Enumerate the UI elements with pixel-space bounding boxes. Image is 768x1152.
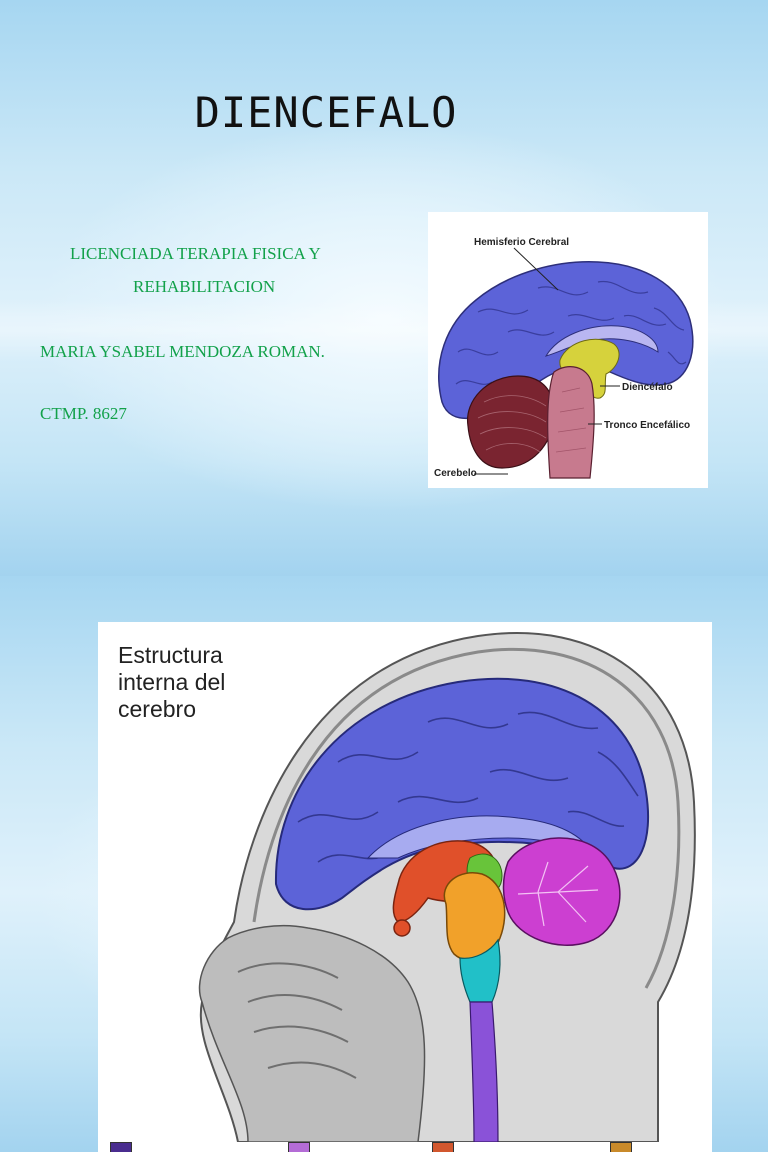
label-cerebelo: Cerebelo (434, 468, 477, 479)
label-leaders (474, 247, 620, 475)
legend-swatch-4 (610, 1142, 632, 1152)
brain-diagram: Hemisferio Cerebral Diencéfalo Tronco En… (434, 237, 694, 479)
figure-title-line-3: cerebro (118, 696, 196, 722)
gyri-lines (455, 280, 687, 385)
skull-inner-line (252, 647, 681, 989)
label-tronco-encefalico: Tronco Encefálico (604, 420, 690, 431)
tronco-encefalico-shape (547, 366, 595, 479)
label-diencefalo: Diencéfalo (622, 382, 673, 393)
figure-legend (98, 1140, 712, 1152)
cerebellum-arbor-vitae (517, 861, 599, 927)
figure-title-line-1: Estructura (118, 642, 223, 668)
brain-internal-structure-figure: Estructura interna del cerebro (98, 622, 712, 1152)
brainstem-texture (555, 387, 587, 453)
legend-swatch-1 (110, 1142, 132, 1152)
degree-line-1: LICENCIADA TERAPIA FISICA Y (70, 244, 321, 263)
author-name: MARIA YSABEL MENDOZA ROMAN. (40, 342, 325, 361)
figure-title-line-2: interna del (118, 669, 226, 695)
label-hemisferio-cerebral: Hemisferio Cerebral (474, 237, 569, 248)
slide-2: Estructura interna del cerebro (0, 576, 768, 1152)
degree-line-2: REHABILITACION (133, 277, 276, 296)
slide-1: DIENCEFALO LICENCIADA TERAPIA FISICA Y R… (0, 0, 768, 576)
brain-sagittal-figure: Hemisferio Cerebral Diencéfalo Tronco En… (428, 212, 708, 488)
legend-swatch-2 (288, 1142, 310, 1152)
head-sagittal-diagram (198, 632, 696, 1142)
legend-swatch-3 (432, 1142, 454, 1152)
cerebellum-folia (477, 395, 547, 453)
figure-title: Estructura interna del cerebro (118, 642, 225, 723)
registration-number: CTMP. 8627 (40, 404, 127, 423)
pituitary-shape (393, 919, 411, 937)
cerebral-gyri (297, 711, 639, 863)
slide-title: DIENCEFALO (194, 88, 458, 137)
pons-shape (443, 872, 506, 962)
spinal-cord-shape (469, 1001, 499, 1142)
cerebral-hemisphere-shape (274, 677, 650, 911)
medulla-shape (459, 938, 501, 1003)
